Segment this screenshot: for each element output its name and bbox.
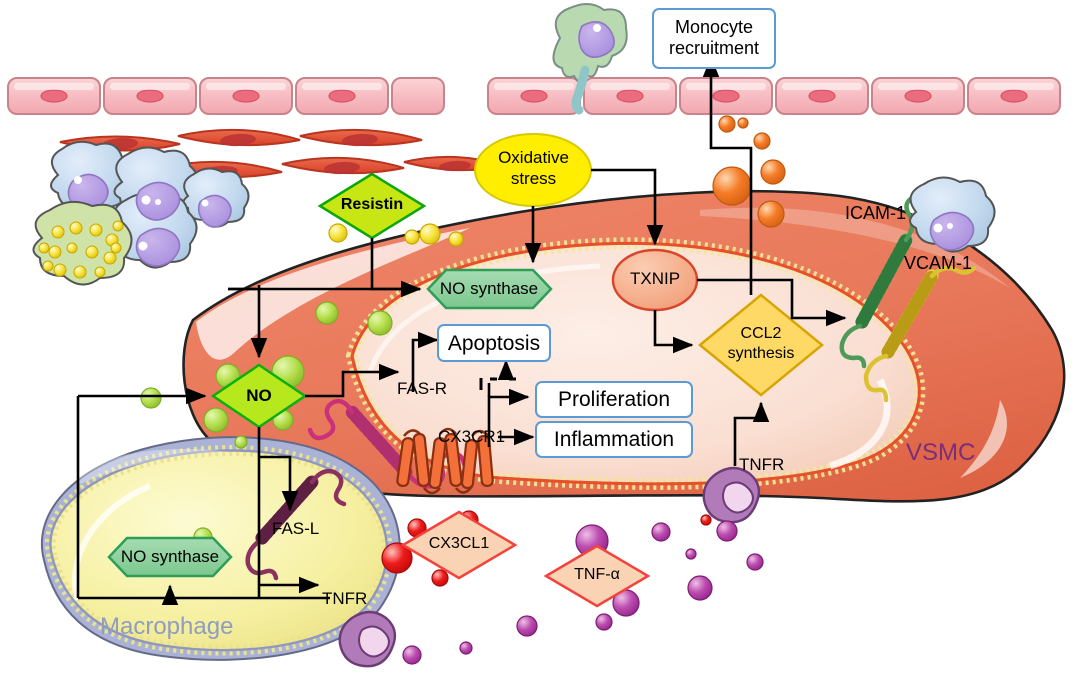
yellow-vcam1-receptor-icon: [863, 265, 977, 403]
purple-tnf-particle-icon: [402, 520, 764, 665]
arrow-layer: [76, 56, 847, 606]
receptor-label-vcam-1: VCAM-1: [904, 253, 973, 273]
node-label-no-synthase-macrophage: NO synthase: [120, 547, 220, 566]
green-icam1-receptor-icon: [839, 195, 915, 369]
monocyte-cell-icon: [909, 176, 996, 253]
box-monocyte-recruitment[interactable]: Monocyte recruitment: [652, 8, 776, 69]
box-label-line2: recruitment: [668, 37, 760, 58]
node-label-ccl2-synthesis: CCL2 synthesis: [711, 324, 811, 363]
box-label: Apoptosis: [447, 331, 541, 355]
purple-tnfr-receptor-icon: [338, 610, 397, 668]
transmigrating-monocyte-icon: [552, 3, 628, 115]
node-label-no-synthase-vsmc: NO synthase: [439, 279, 539, 298]
line1: CCL2: [740, 325, 782, 342]
box-inflammation[interactable]: Inflammation: [535, 421, 693, 458]
node-label-tnf-alpha: TNF-α: [574, 566, 620, 583]
line2: stress: [510, 169, 557, 189]
node-ccl2-synthesis: [698, 293, 824, 397]
node-label-cx3cl1: CX3CL1: [428, 535, 490, 552]
node-label-txnip: TXNIP: [629, 269, 681, 288]
node-no-synthase-macrophage: [107, 536, 233, 578]
orange-7tm-receptor-icon: [396, 427, 494, 495]
box-label: Proliferation: [557, 388, 671, 411]
line1: Oxidative: [498, 148, 569, 167]
foam-cell-icon: [32, 200, 133, 286]
receptor-label-icam-1: ICAM-1: [845, 203, 907, 223]
node-no-synthase-vsmc: [426, 268, 553, 310]
receptor-label-fas-l: FAS-L: [272, 519, 320, 538]
line2: synthesis: [727, 344, 795, 362]
box-apoptosis[interactable]: Apoptosis: [437, 324, 551, 362]
node-tnf-alpha: [543, 544, 651, 608]
receptor-label-cx3cr1: CX3CR1: [438, 427, 506, 446]
cell-label-macrophage: Macrophage: [100, 613, 234, 640]
monocyte-cell-icon: [32, 140, 250, 286]
inhibition-bar-icon: [479, 377, 520, 390]
node-cx3cl1: [400, 510, 518, 580]
endothelial-cell-row-icon: [7, 77, 1061, 115]
node-label-resistin: Resistin: [340, 196, 404, 213]
box-label: Inflammation: [553, 428, 675, 451]
receptor-label-tnfr-macrophage: TNFR: [322, 589, 368, 608]
orange-ccl2-particle-icon: [712, 115, 786, 228]
box-proliferation[interactable]: Proliferation: [535, 381, 693, 418]
box-label-line1: Monocyte: [674, 17, 754, 37]
node-label-oxidative-stress: Oxidative stress: [489, 147, 578, 190]
node-label-no: NO: [246, 386, 272, 405]
receptor-label-tnfr-vsmc: TNFR: [739, 455, 785, 474]
cell-label-vsmc: VSMC: [906, 439, 976, 466]
receptor-label-fas-r: FAS-R: [397, 379, 448, 398]
purple-tnfr-receptor-icon: [702, 466, 761, 524]
